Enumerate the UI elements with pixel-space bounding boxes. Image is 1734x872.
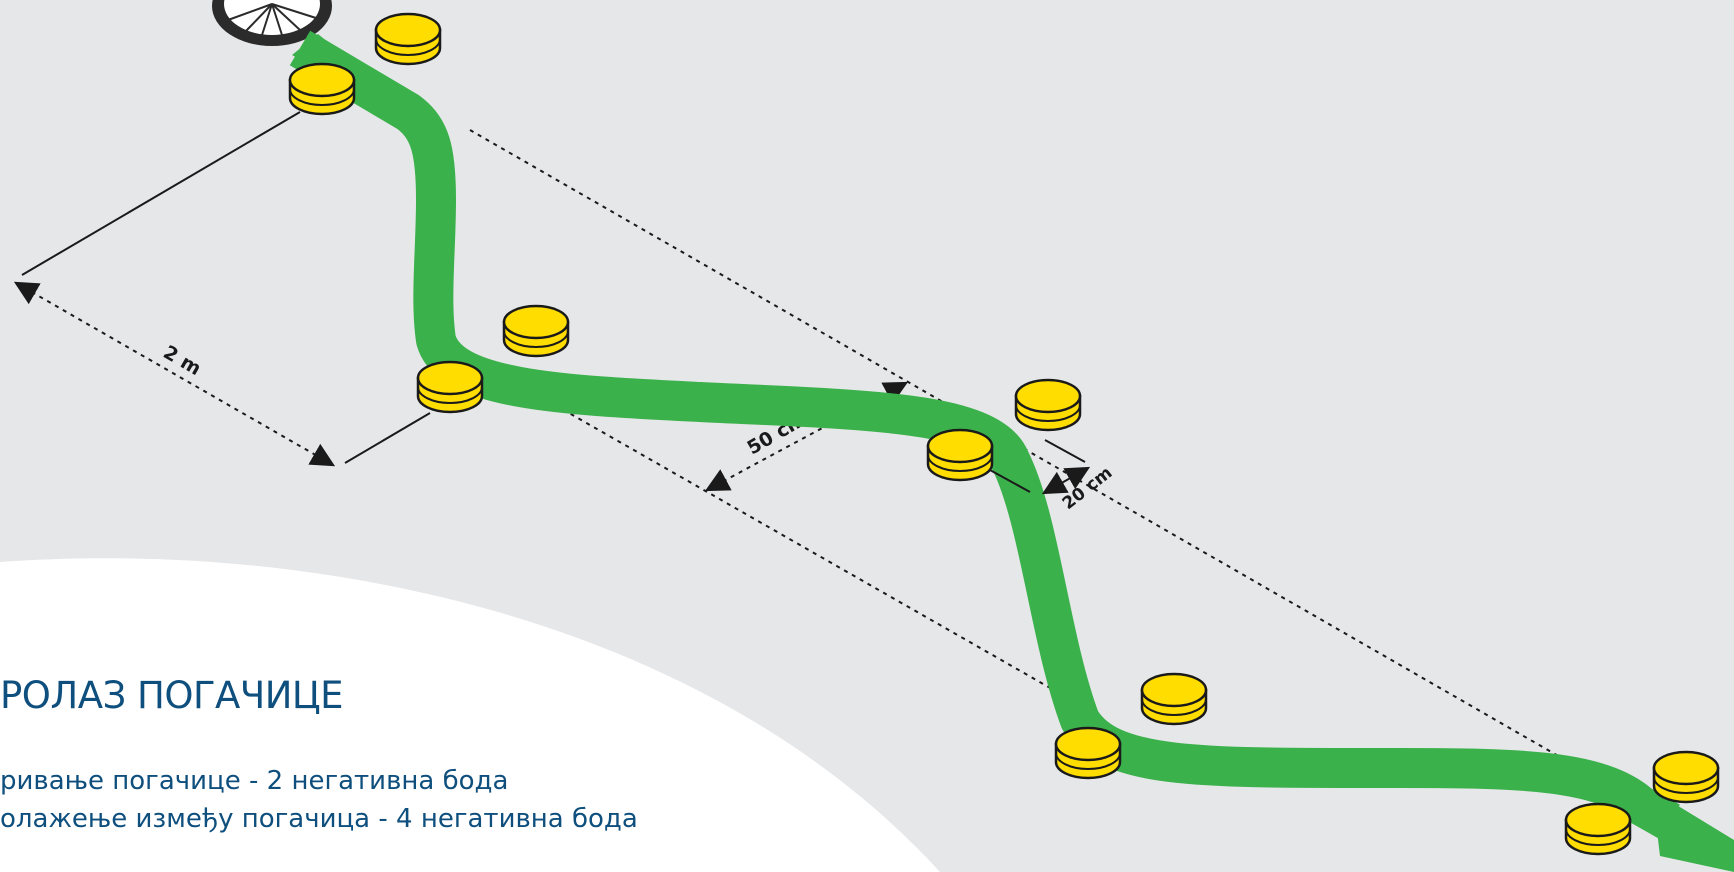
dotted-guide-lines <box>469 129 1601 781</box>
yellow-disc-marker-2 <box>288 62 356 116</box>
dimension-50cm <box>704 381 909 492</box>
yellow-disc-marker-3 <box>502 304 570 358</box>
start-tail-icon <box>292 34 340 66</box>
yellow-disc-marker-5 <box>1014 378 1082 432</box>
yellow-disc-marker-10 <box>1564 802 1632 856</box>
dimension-line-20cm <box>1041 466 1091 495</box>
extension-line-gate-bottom <box>989 469 1031 493</box>
guide-line-upper <box>469 129 1601 781</box>
yellow-disc-marker-4 <box>416 360 484 414</box>
label-20cm: 20 cm <box>1059 463 1117 514</box>
yellow-disc-marker-9 <box>1652 750 1720 804</box>
extension-line-top <box>21 111 301 276</box>
markers <box>288 12 1720 856</box>
yellow-disc-marker-1 <box>374 12 442 66</box>
dimension-line-2m <box>13 281 336 467</box>
yellow-disc-marker-7 <box>1140 672 1208 726</box>
arrowhead-icon <box>1652 790 1734 872</box>
yellow-disc-marker-8 <box>1054 726 1122 780</box>
dimension-20cm <box>989 439 1091 495</box>
wheel-icon <box>212 0 332 46</box>
dimension-2m <box>13 111 431 467</box>
guide-line-lower <box>554 404 1081 706</box>
yellow-disc-marker-6 <box>926 428 994 482</box>
extension-line-gate-top <box>1044 439 1086 463</box>
label-2m: 2 m <box>160 341 205 380</box>
legend-panel <box>0 558 940 872</box>
extension-line-bottom <box>344 412 431 464</box>
dimension-line-50cm <box>704 381 909 492</box>
